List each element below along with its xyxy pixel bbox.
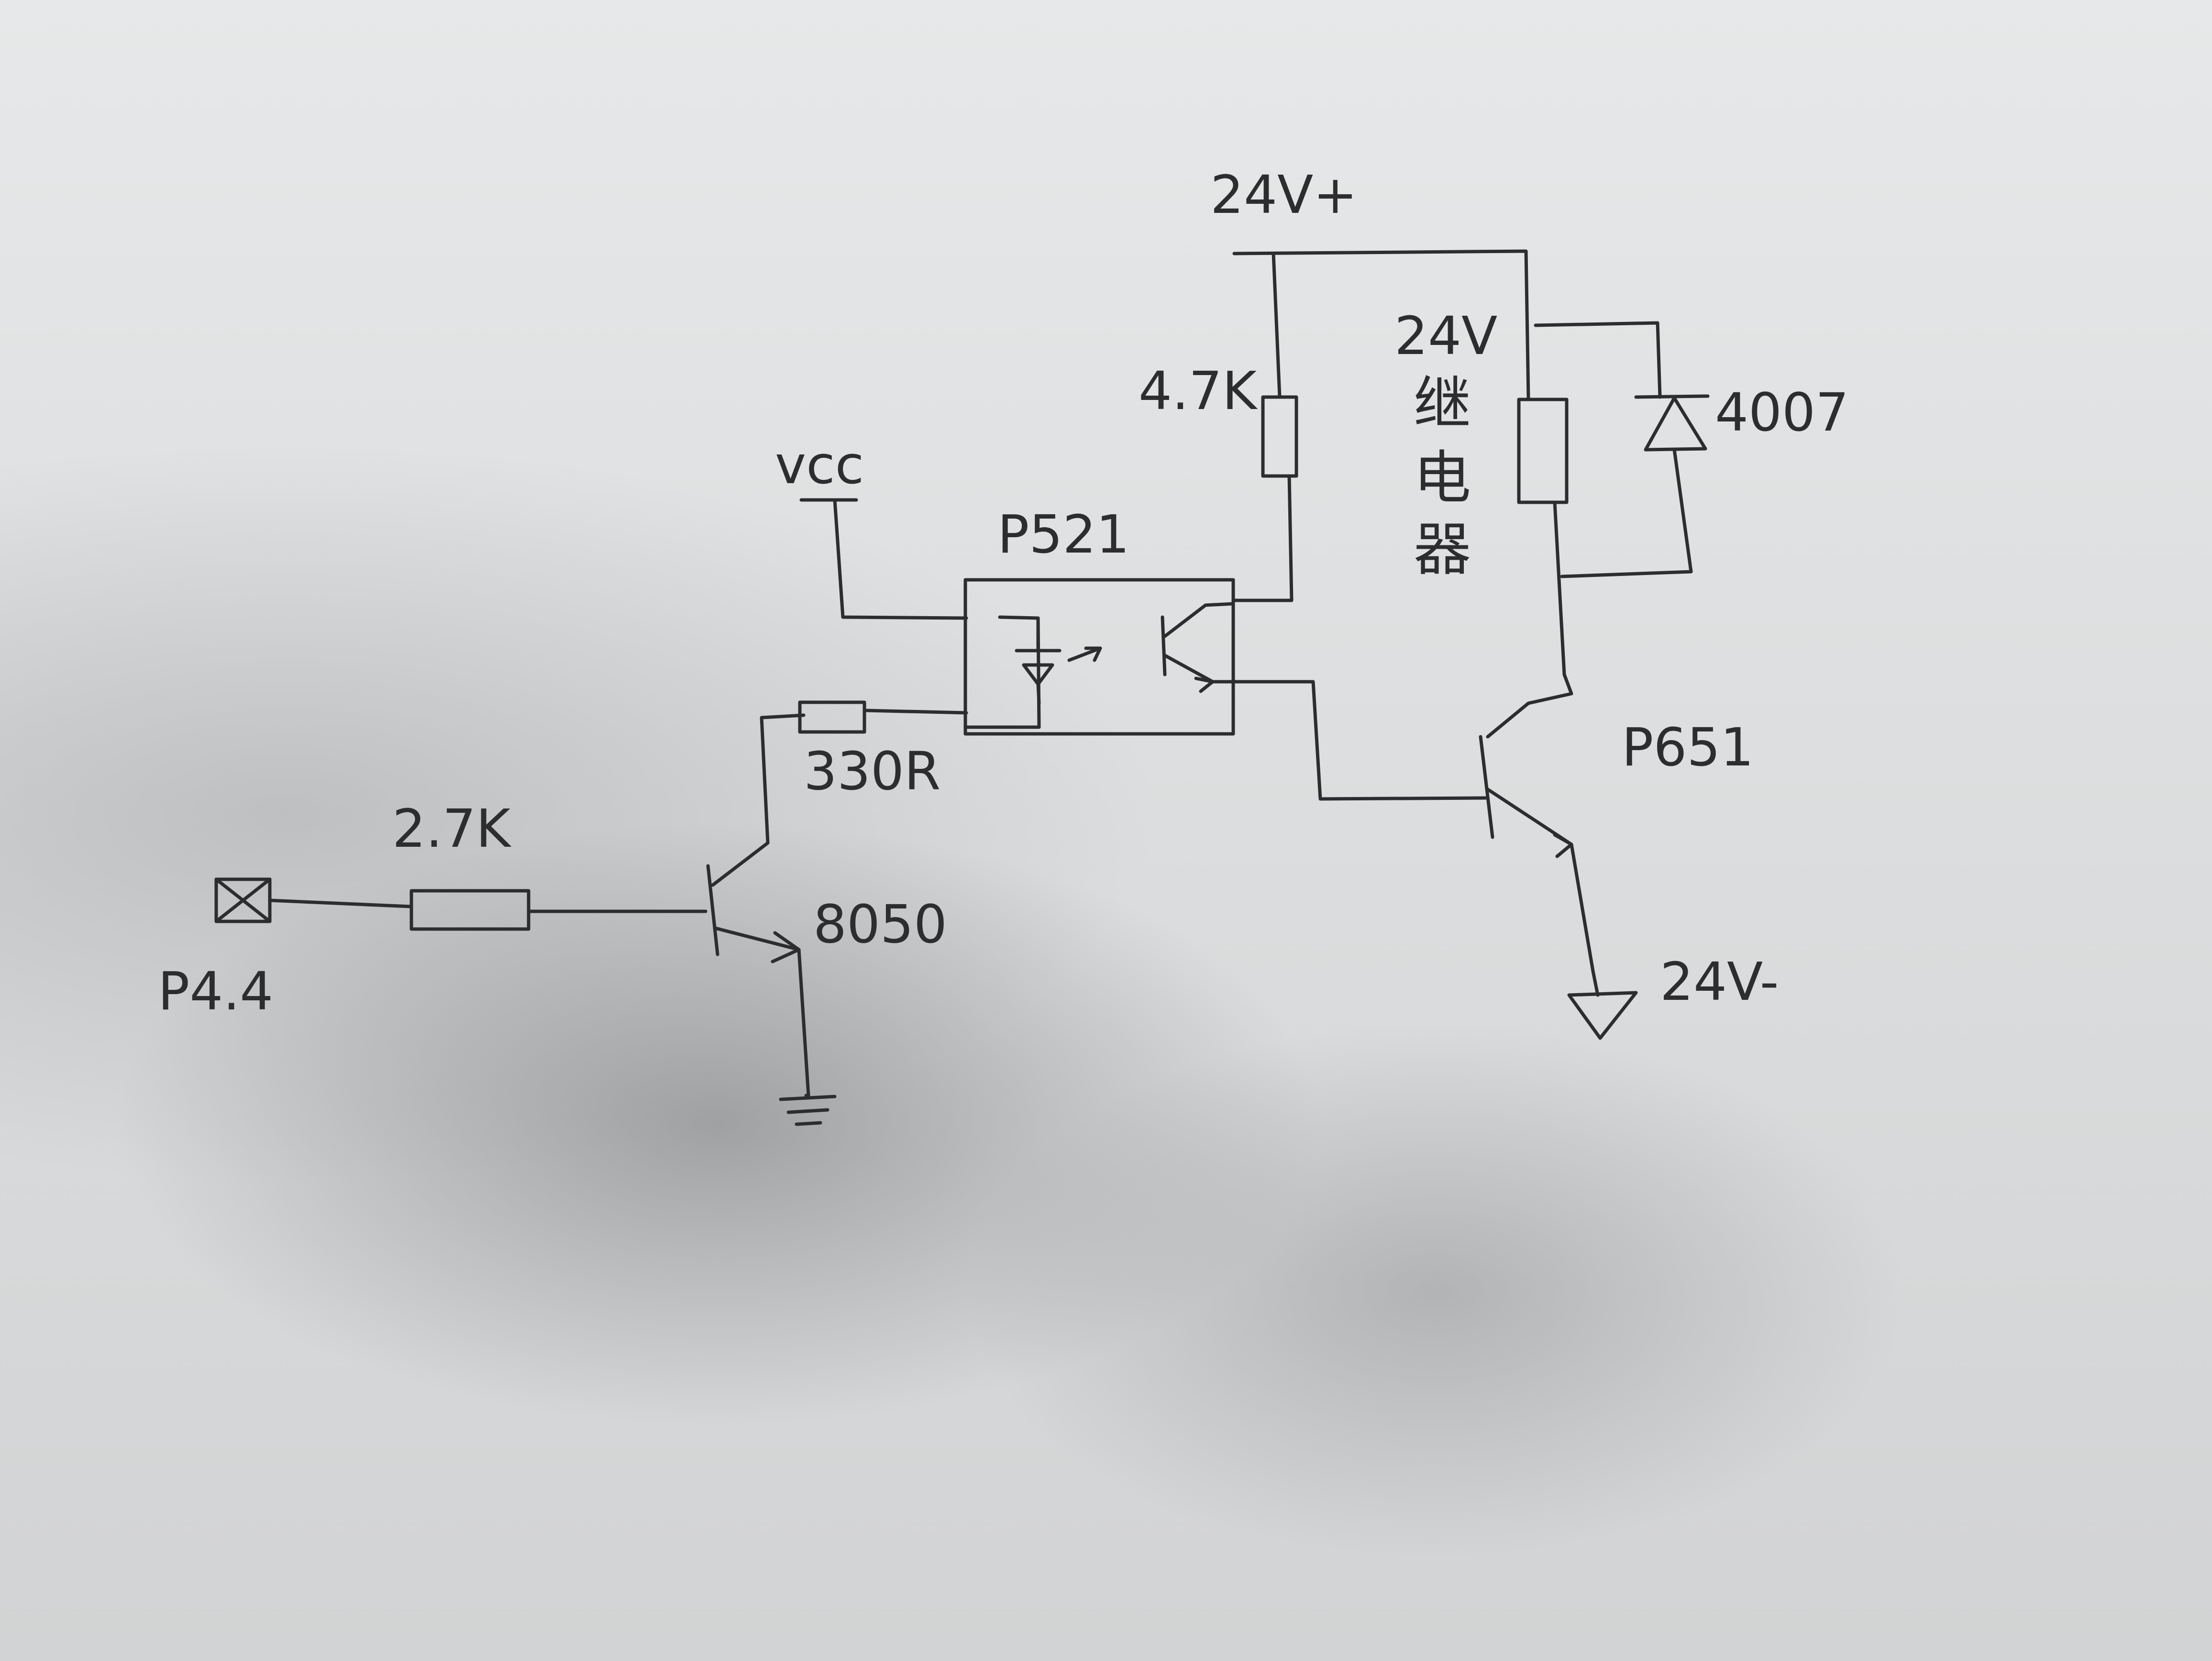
label-330r: 330R [804, 741, 940, 802]
rail-24v-plus [1232, 249, 1530, 401]
resistor-330r [798, 700, 866, 734]
label-4k7: 4.7K [1139, 360, 1258, 421]
label-8050: 8050 [813, 894, 947, 955]
label-24v-minus: 24V- [1660, 951, 1779, 1012]
label-relay-char-3: 器 [1414, 517, 1471, 583]
wire-4k7-to-rail [1272, 252, 1282, 399]
resistor-4k7 [1261, 395, 1298, 478]
wire-330r-to-led [863, 709, 968, 715]
input-terminal-p44 [214, 877, 272, 923]
opto-led [964, 615, 1062, 729]
label-relay-char-2: 电 [1414, 445, 1471, 511]
transistor-8050 [706, 713, 810, 1097]
ground-24v-minus [1567, 969, 1638, 1040]
label-vcc: vcc [775, 434, 864, 496]
label-p521: P521 [997, 504, 1129, 565]
optocoupler-p521 [963, 578, 1235, 736]
label-relay-char-1: 继 [1414, 371, 1471, 437]
label-relay-voltage: 24V [1394, 305, 1497, 366]
opto-light-arrow [1067, 646, 1102, 662]
wire-opto-emitter-to-q2 [1231, 680, 1487, 801]
ground-symbol [779, 1094, 837, 1126]
opto-phototransistor [1161, 602, 1235, 693]
label-p651: P651 [1622, 717, 1754, 778]
label-p44: P4.4 [158, 961, 273, 1022]
label-2k7: 2.7K [392, 798, 512, 859]
relay-coil [1517, 398, 1569, 504]
wire-vcc-to-led [833, 498, 968, 620]
diode-4007 [1534, 321, 1710, 578]
resistor-2k7 [409, 889, 531, 931]
label-24v-plus: 24V+ [1210, 164, 1357, 225]
wire-input [268, 898, 413, 908]
transistor-p651 [1479, 735, 1595, 973]
wire-opto-collector [1231, 474, 1294, 602]
wire-relay-to-q2 [1486, 500, 1573, 739]
label-4007: 4007 [1715, 382, 1849, 443]
